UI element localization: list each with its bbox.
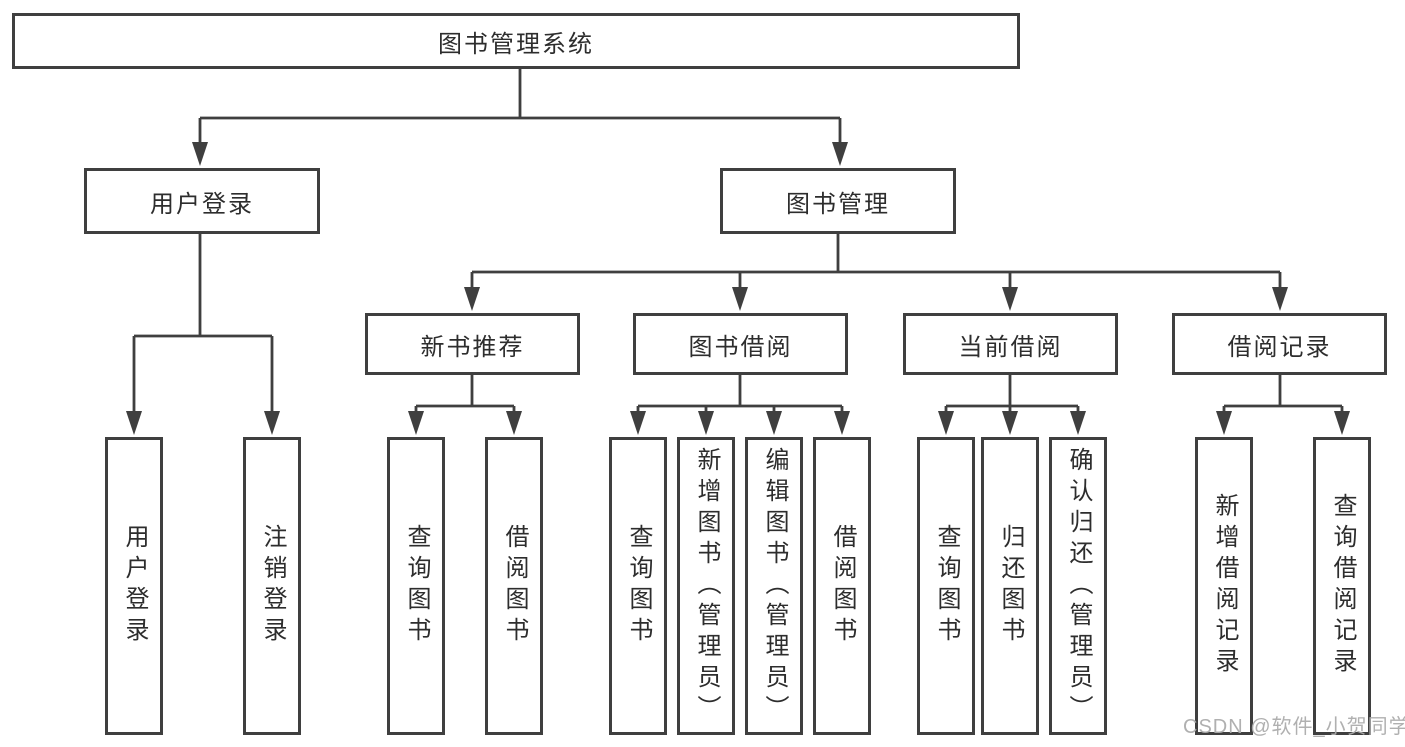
leaf-label: 新增借阅记录 xyxy=(1211,493,1238,679)
node-label: 图书借阅 xyxy=(688,333,793,361)
leaf-add-books-admin: 新增图书（管理员） xyxy=(677,437,735,735)
node-new-book-recommendation: 新书推荐 xyxy=(365,313,580,375)
leaf-logout: 注销登录 xyxy=(243,437,301,735)
leaf-confirm-return-admin: 确认归还（管理员） xyxy=(1049,437,1107,735)
leaf-label: 查询图书 xyxy=(933,524,960,648)
node-label: 借阅记录 xyxy=(1227,333,1332,361)
connector-book-mgmt-to-level2 xyxy=(470,233,1282,293)
node-label: 图书管理系统 xyxy=(438,30,594,58)
leaf-add-borrow-record: 新增借阅记录 xyxy=(1195,437,1253,735)
leaf-query-books-current: 查询图书 xyxy=(917,437,975,735)
leaf-label: 确认归还（管理员） xyxy=(1065,446,1092,726)
node-book-management: 图书管理 xyxy=(720,168,956,234)
connector-records-to-leaves xyxy=(1222,375,1344,417)
connector-user-login-to-leaves xyxy=(132,233,274,417)
leaf-label: 借阅图书 xyxy=(501,524,528,648)
connector-current-borrow-to-leaves xyxy=(944,375,1080,417)
node-label: 新书推荐 xyxy=(420,333,525,361)
arrowheads xyxy=(126,142,1350,435)
node-label: 图书管理 xyxy=(786,190,890,218)
leaf-user-login: 用户登录 xyxy=(105,437,163,735)
node-current-borrowing: 当前借阅 xyxy=(903,313,1118,375)
leaf-borrow-books-recommend: 借阅图书 xyxy=(485,437,543,735)
leaf-label: 查询图书 xyxy=(625,524,652,648)
node-user-login: 用户登录 xyxy=(84,168,320,234)
leaf-label: 用户登录 xyxy=(121,524,148,648)
leaf-label: 注销登录 xyxy=(259,524,286,648)
leaf-label: 查询借阅记录 xyxy=(1329,493,1356,679)
leaf-label: 编辑图书（管理员） xyxy=(761,446,788,726)
connector-new-book-to-leaves xyxy=(414,375,516,417)
csdn-watermark: CSDN @软件_小贺同学 xyxy=(1183,716,1405,738)
leaf-query-books-recommend: 查询图书 xyxy=(387,437,445,735)
node-label: 当前借阅 xyxy=(958,333,1063,361)
node-borrow-records: 借阅记录 xyxy=(1172,313,1387,375)
connector-root-to-level1 xyxy=(198,69,842,148)
leaf-label: 借阅图书 xyxy=(829,524,856,648)
leaf-label: 查询图书 xyxy=(403,524,430,648)
connector-book-borrow-to-leaves xyxy=(636,375,844,417)
leaf-return-books: 归还图书 xyxy=(981,437,1039,735)
node-book-borrowing: 图书借阅 xyxy=(633,313,848,375)
leaf-query-borrow-record: 查询借阅记录 xyxy=(1313,437,1371,735)
leaf-label: 新增图书（管理员） xyxy=(693,446,720,726)
node-library-management-system: 图书管理系统 xyxy=(12,13,1020,69)
leaf-label: 归还图书 xyxy=(997,524,1024,648)
leaf-edit-books-admin: 编辑图书（管理员） xyxy=(745,437,803,735)
node-label: 用户登录 xyxy=(150,190,254,218)
leaf-query-books-borrow: 查询图书 xyxy=(609,437,667,735)
leaf-borrow-books: 借阅图书 xyxy=(813,437,871,735)
